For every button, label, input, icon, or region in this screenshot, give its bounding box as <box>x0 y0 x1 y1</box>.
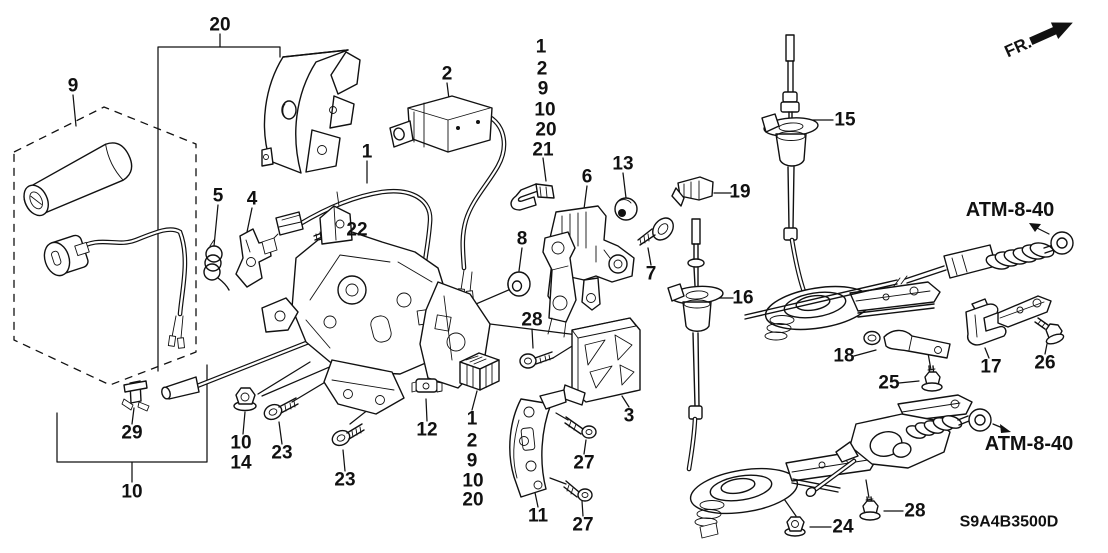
callout-11: 11 <box>528 506 549 527</box>
callout-9: 9 <box>467 451 478 472</box>
callout-4: 4 <box>247 189 258 210</box>
callout-20: 20 <box>209 15 230 36</box>
part-spring-5 <box>203 239 230 291</box>
callout-3: 3 <box>624 406 635 427</box>
callout-23: 23 <box>334 470 355 491</box>
callout-10: 10 <box>462 471 483 492</box>
callout-29: 29 <box>121 423 142 444</box>
part-hook-17 <box>965 298 1007 346</box>
callout-6: 6 <box>582 167 593 188</box>
part-arm-26 <box>997 295 1052 328</box>
part-clip-29 <box>121 380 150 412</box>
part-bolt-28-center <box>519 351 554 369</box>
callout-22: 22 <box>346 220 367 241</box>
callout-24: 24 <box>832 517 854 538</box>
callout-23: 23 <box>271 443 292 464</box>
callout-2: 2 <box>467 431 478 452</box>
part-bolt-25 <box>921 365 943 392</box>
part-cable-16 <box>667 218 724 472</box>
callout-8: 8 <box>517 229 528 250</box>
callout-2: 2 <box>442 64 453 85</box>
part-control-lever-lower <box>805 394 992 498</box>
callout-9: 9 <box>68 76 79 97</box>
part-key-interlock-switch <box>43 227 188 349</box>
callout-21: 21 <box>532 140 554 161</box>
callout-28: 28 <box>521 310 542 331</box>
callout-12: 12 <box>416 420 437 441</box>
callout-13: 13 <box>612 154 633 175</box>
callout-28: 28 <box>904 501 925 522</box>
part-harness-1 <box>261 188 433 316</box>
part-washer-8 <box>507 271 531 297</box>
callout-16: 16 <box>732 288 753 309</box>
callout-25: 25 <box>878 373 900 394</box>
dashed-box-9 <box>13 94 197 386</box>
part-screw-27-upper <box>564 416 597 439</box>
part-clip-19 <box>671 176 714 207</box>
part-housing-20 <box>261 49 361 174</box>
part-shift-knob <box>23 142 133 217</box>
part-ball-13 <box>614 197 638 221</box>
callout-20: 20 <box>535 120 556 141</box>
fr-direction-indicator: FR. <box>1002 22 1073 61</box>
part-bracket-3 <box>561 317 641 406</box>
callout-27: 27 <box>573 453 594 474</box>
part-bolt-23-right <box>331 423 365 447</box>
callout-26: 26 <box>1034 353 1055 374</box>
part-grommet-12 <box>411 378 443 393</box>
callout-1: 1 <box>362 142 373 163</box>
part-stay-18 <box>863 329 951 359</box>
callout-1: 1 <box>536 37 547 58</box>
part-bolt-7 <box>637 217 674 246</box>
callout-20: 20 <box>462 490 483 511</box>
part-atm-cable-upper <box>744 231 1074 320</box>
atm-ref-top: ATM-8-40 <box>966 199 1055 221</box>
part-clip-21 <box>510 183 555 211</box>
atm-ref-bottom: ATM-8-40 <box>985 433 1074 455</box>
fr-label: FR. <box>1002 33 1035 61</box>
callout-27: 27 <box>572 515 593 536</box>
callout-9: 9 <box>538 79 549 100</box>
part-main-lever-assembly <box>161 191 577 415</box>
bracket-10-leader <box>56 364 208 483</box>
drawing-code: S9A4B3500D <box>960 514 1059 531</box>
callout-5: 5 <box>213 186 224 207</box>
part-connector-block <box>459 352 500 391</box>
callout-2: 2 <box>537 59 548 80</box>
part-bolt-28-lower <box>859 496 881 521</box>
part-plate-11 <box>509 389 567 498</box>
callout-10: 10 <box>534 100 555 121</box>
callout-14: 14 <box>230 453 252 474</box>
callout-19: 19 <box>729 182 750 203</box>
callout-1: 1 <box>467 409 478 430</box>
part-cable-15 <box>761 34 819 300</box>
part-bolt-26 <box>1034 317 1065 345</box>
atm-ref-arrow-top <box>1029 223 1050 235</box>
callout-10: 10 <box>121 482 142 503</box>
atm-ref-arrow-bottom <box>992 423 1011 433</box>
part-nut-10-14 <box>233 387 257 412</box>
callout-10: 10 <box>230 433 251 454</box>
callout-18: 18 <box>833 346 854 367</box>
part-base-grommet-upper <box>764 281 941 341</box>
part-screw-27-lower <box>563 480 593 502</box>
callout-15: 15 <box>834 110 856 131</box>
callout-7: 7 <box>646 264 657 285</box>
part-nut-24 <box>784 516 806 537</box>
part-bolt-23-left <box>263 397 299 421</box>
callout-17: 17 <box>980 357 1001 378</box>
fr-arrow-icon <box>1029 22 1073 45</box>
part-pawl-4 <box>235 228 272 288</box>
bracket-20-leader <box>157 33 281 372</box>
